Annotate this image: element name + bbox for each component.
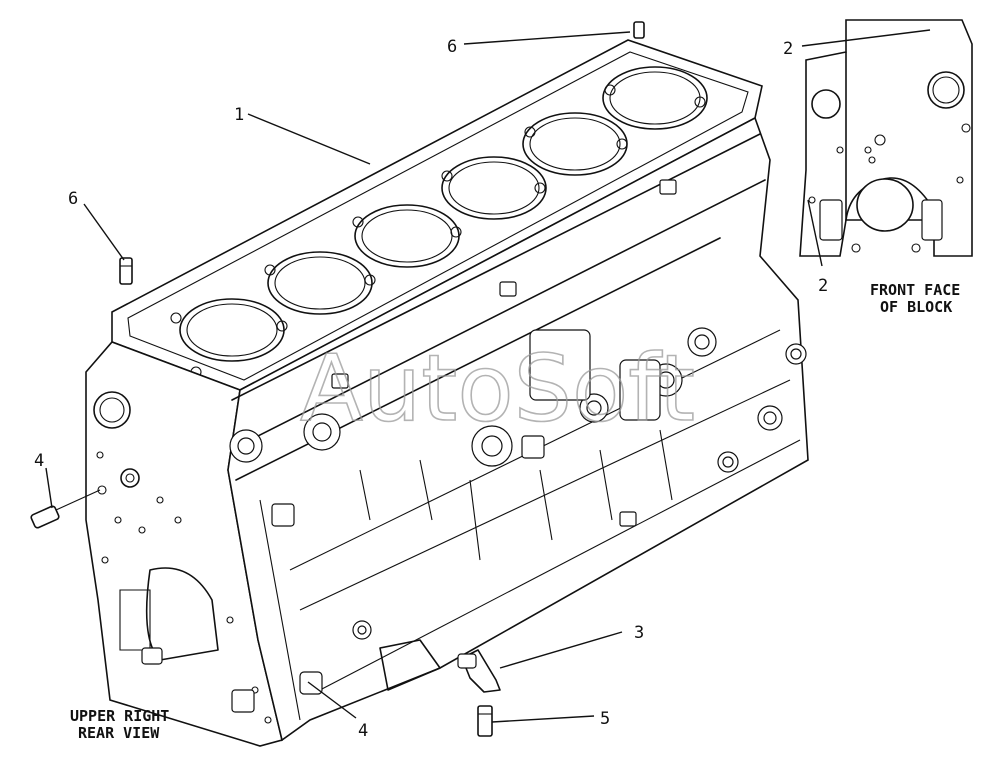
watermark-text: AutoSoft bbox=[300, 335, 695, 442]
callout-2-top: 2 bbox=[783, 39, 793, 59]
rear-face-bore bbox=[93, 391, 131, 429]
callout-2-bottom: 2 bbox=[818, 276, 828, 296]
callout-6-left: 6 bbox=[68, 189, 78, 209]
front-face-caption-line2: OF BLOCK bbox=[880, 298, 952, 316]
block-right-side bbox=[227, 116, 809, 742]
cylinder-bore-5 bbox=[522, 112, 628, 176]
callout-4-bottom: 4 bbox=[358, 721, 368, 741]
front-face-outline bbox=[799, 19, 973, 257]
engine-block-drawing bbox=[85, 39, 809, 747]
front-face-caption-line1: FRONT FACE bbox=[870, 281, 960, 299]
callout-3: 3 bbox=[634, 623, 644, 643]
callout-4-left: 4 bbox=[34, 451, 44, 471]
cylinder-bore-1 bbox=[179, 298, 285, 362]
callout-6-top: 6 bbox=[447, 37, 457, 57]
cylinder-bores bbox=[179, 66, 708, 362]
head-bolt-holes bbox=[170, 84, 706, 378]
gasket-surface bbox=[127, 51, 749, 381]
rear-view-caption-line1: UPPER RIGHT bbox=[70, 707, 169, 725]
dowel-4-left bbox=[30, 489, 101, 529]
cylinder-bore-2 bbox=[267, 251, 373, 315]
dowel-pin-6 bbox=[119, 257, 133, 285]
dowel-pin-6-top bbox=[633, 21, 645, 39]
callout-1: 1 bbox=[234, 105, 244, 125]
bolt-5 bbox=[477, 705, 493, 737]
callout-5: 5 bbox=[600, 709, 610, 729]
sensor-3 bbox=[457, 649, 501, 693]
cylinder-bore-4 bbox=[441, 156, 547, 220]
side-bosses bbox=[229, 327, 807, 640]
crankshaft-bore bbox=[145, 567, 219, 661]
captions: FRONT FACE OF BLOCK UPPER RIGHT REAR VIE… bbox=[70, 281, 960, 742]
cylinder-bore-3 bbox=[354, 204, 460, 268]
leader-lines bbox=[45, 29, 931, 723]
front-face-inset bbox=[799, 19, 973, 257]
cylinder-bore-6 bbox=[602, 66, 708, 130]
callouts: 1 6 6 2 2 4 4 3 5 bbox=[34, 37, 828, 741]
rear-view-caption-line2: REAR VIEW bbox=[78, 724, 160, 742]
